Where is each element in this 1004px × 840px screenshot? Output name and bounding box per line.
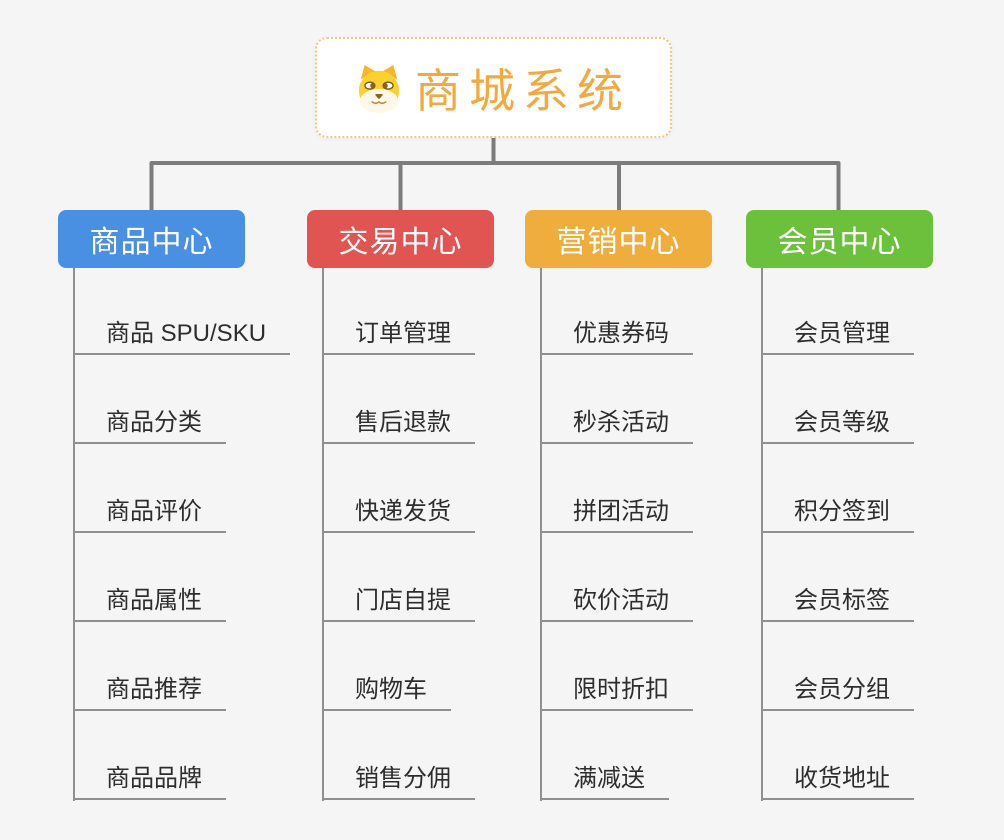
leaf-item[interactable]: 收货地址 bbox=[761, 764, 914, 800]
leaf-item[interactable]: 会员标签 bbox=[761, 586, 914, 622]
leaf-item[interactable]: 商品属性 bbox=[73, 586, 226, 622]
branch-label: 营销中心 bbox=[556, 226, 681, 259]
branch-node-products[interactable]: 商品中心 bbox=[58, 210, 245, 268]
leaf-item[interactable]: 订单管理 bbox=[322, 319, 475, 355]
leaf-item[interactable]: 门店自提 bbox=[322, 586, 475, 622]
branch-label: 交易中心 bbox=[338, 226, 463, 259]
branch-node-trade[interactable]: 交易中心 bbox=[307, 210, 494, 268]
branch-trunk-line bbox=[322, 268, 324, 801]
leaf-item[interactable]: 会员管理 bbox=[761, 319, 914, 355]
branch-node-marketing[interactable]: 营销中心 bbox=[525, 210, 712, 268]
branch-trunk-line bbox=[761, 268, 763, 801]
branch-column-marketing: 营销中心 优惠券码 秒杀活动 拼团活动 砍价活动 限时折扣 满减送 bbox=[525, 210, 712, 801]
leaf-item[interactable]: 会员分组 bbox=[761, 675, 914, 711]
leaf-item[interactable]: 会员等级 bbox=[761, 408, 914, 444]
leaf-item[interactable]: 销售分佣 bbox=[322, 764, 475, 800]
leaf-item[interactable]: 秒杀活动 bbox=[540, 408, 693, 444]
leaf-item[interactable]: 快递发货 bbox=[322, 497, 475, 533]
leaf-item[interactable]: 优惠券码 bbox=[540, 319, 693, 355]
leaf-item[interactable]: 积分签到 bbox=[761, 497, 914, 533]
leaf-item[interactable]: 商品品牌 bbox=[73, 764, 226, 800]
leaf-item[interactable]: 拼团活动 bbox=[540, 497, 693, 533]
leaf-item[interactable]: 商品推荐 bbox=[73, 675, 226, 711]
branch-node-members[interactable]: 会员中心 bbox=[746, 210, 933, 268]
branch-label: 商品中心 bbox=[89, 226, 214, 259]
leaf-item[interactable]: 满减送 bbox=[540, 764, 669, 800]
leaf-item[interactable]: 售后退款 bbox=[322, 408, 475, 444]
branch-trunk-line bbox=[540, 268, 542, 801]
doge-icon bbox=[356, 63, 402, 113]
leaf-item[interactable]: 商品分类 bbox=[73, 408, 226, 444]
leaf-item[interactable]: 商品 SPU/SKU bbox=[73, 319, 291, 355]
leaf-item[interactable]: 砍价活动 bbox=[540, 586, 693, 622]
leaf-item[interactable]: 购物车 bbox=[322, 675, 451, 711]
root-node[interactable]: 商城系统 bbox=[315, 37, 672, 138]
branch-column-products: 商品中心 商品 SPU/SKU 商品分类 商品评价 商品属性 商品推荐 商品品牌 bbox=[58, 210, 291, 801]
branch-column-trade: 交易中心 订单管理 售后退款 快递发货 门店自提 购物车 销售分佣 bbox=[307, 210, 494, 801]
leaf-item[interactable]: 商品评价 bbox=[73, 497, 226, 533]
leaf-item[interactable]: 限时折扣 bbox=[540, 675, 693, 711]
root-title: 商城系统 bbox=[415, 64, 631, 117]
branch-trunk-line bbox=[73, 268, 75, 801]
branch-label: 会员中心 bbox=[777, 226, 902, 259]
branch-column-members: 会员中心 会员管理 会员等级 积分签到 会员标签 会员分组 收货地址 bbox=[746, 210, 933, 801]
